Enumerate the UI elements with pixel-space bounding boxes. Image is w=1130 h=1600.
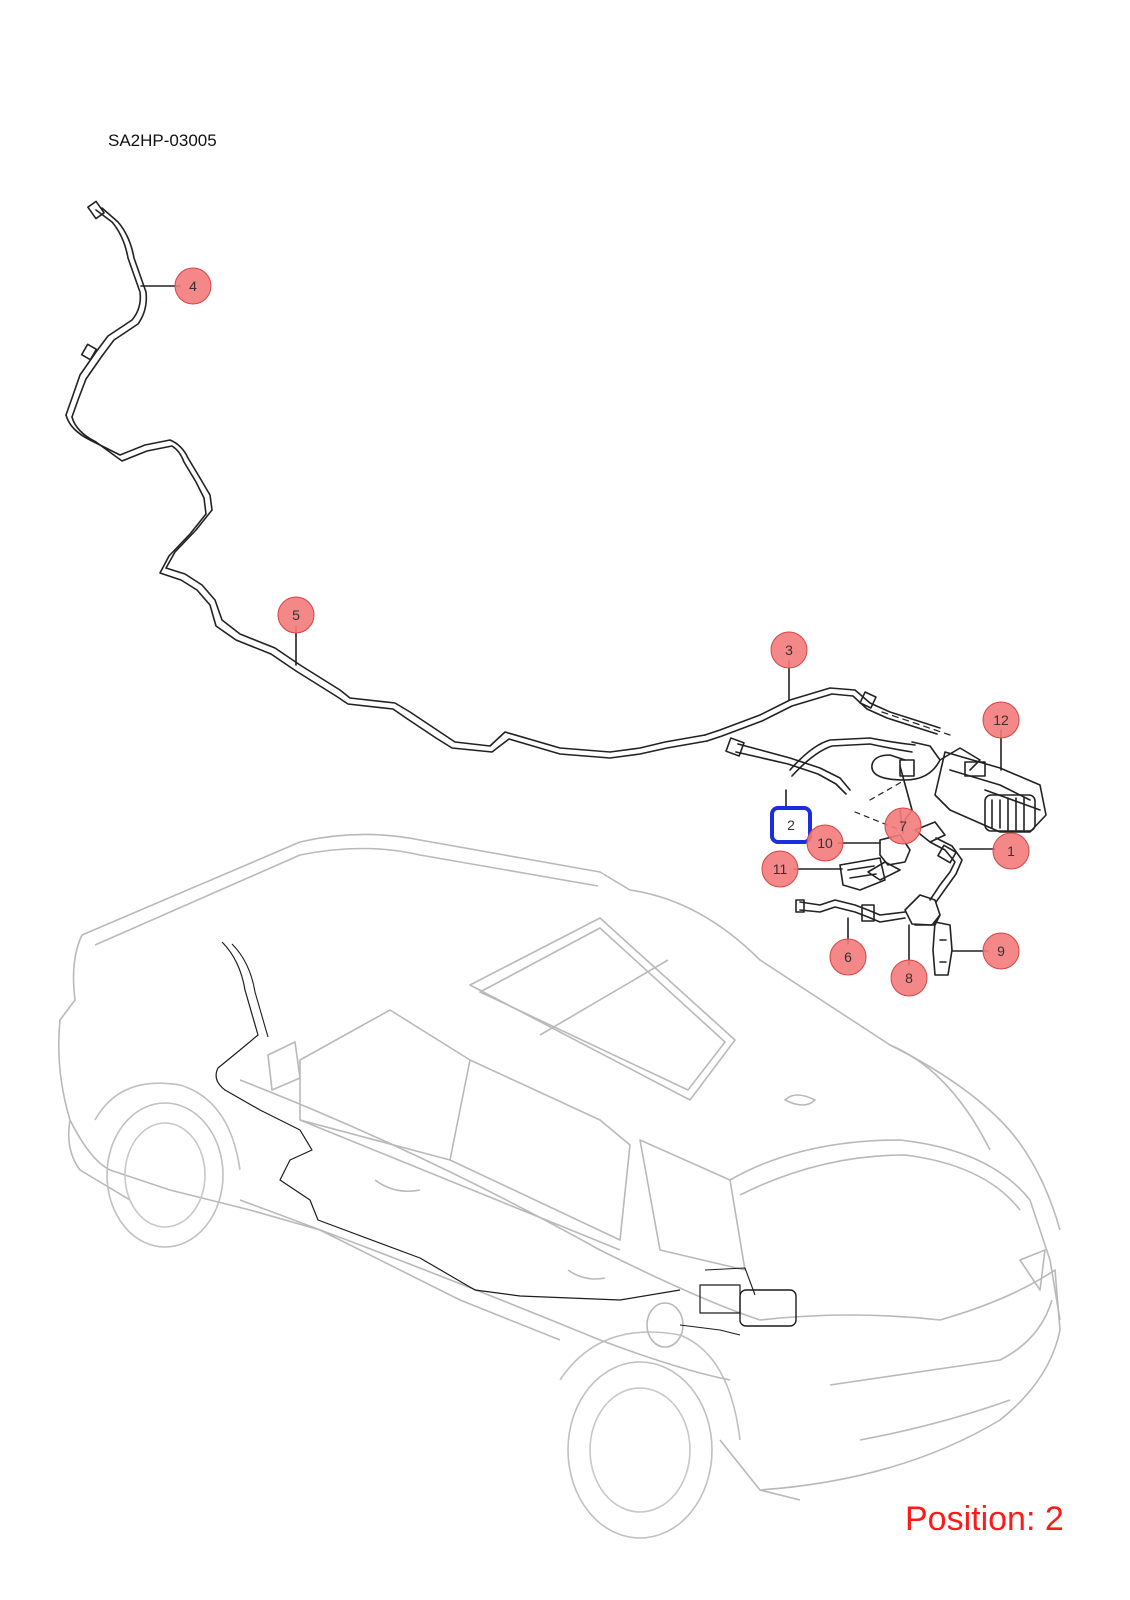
callout-circle: [884, 807, 922, 845]
callout-number: 8: [905, 970, 913, 986]
callout-circle: [806, 824, 844, 862]
selected-callout-box: [770, 806, 812, 844]
callout-2[interactable]: 2: [770, 806, 812, 844]
callout-8[interactable]: 8: [890, 959, 928, 997]
hose-2: [737, 743, 851, 791]
part-lines: [65, 200, 1047, 976]
callout-10[interactable]: 10: [806, 824, 844, 862]
diagram-code-label: SA2HP-03005: [108, 131, 217, 150]
hose-1: [929, 841, 956, 901]
callout-circle: [982, 932, 1020, 970]
callout-circle: [992, 832, 1030, 870]
callout-circle: [982, 701, 1020, 739]
callout-number: 9: [997, 943, 1005, 959]
callout-6[interactable]: 6: [829, 938, 867, 976]
callout-circle: [174, 267, 212, 305]
callout-number: 5: [292, 607, 300, 623]
callout-number: 4: [189, 278, 197, 294]
callout-11[interactable]: 11: [761, 850, 799, 888]
callout-circle: [890, 959, 928, 997]
callout-number: 11: [773, 861, 788, 877]
callout-circle: [277, 596, 315, 634]
callout-number: 2: [787, 817, 795, 833]
callout-number: 3: [785, 642, 793, 658]
callout-3[interactable]: 3: [770, 631, 808, 669]
callout-7[interactable]: 7: [884, 807, 922, 845]
bracket-11: [839, 857, 886, 891]
callout-number: 10: [817, 835, 833, 851]
callout-circle: [829, 938, 867, 976]
canister-12: [934, 747, 1047, 833]
callout-12[interactable]: 12: [982, 701, 1020, 739]
callout-number: 7: [899, 818, 907, 834]
pipe-3: [704, 687, 941, 736]
callout-number: 6: [844, 949, 852, 965]
clamp-7: [914, 821, 946, 843]
callout-5[interactable]: 5: [277, 596, 315, 634]
car-outline: [57, 833, 1061, 1539]
valve-8: [904, 894, 941, 926]
callout-1[interactable]: 1: [992, 832, 1030, 870]
pipe-4: [65, 209, 142, 416]
callout-circle: [770, 631, 808, 669]
bracket-9: [932, 921, 953, 976]
pipe-5: [65, 414, 706, 753]
callout-number: 1: [1007, 843, 1015, 859]
callout-9[interactable]: 9: [982, 932, 1020, 970]
hose-6: [799, 899, 906, 916]
callout-number: 12: [993, 712, 1009, 728]
callout-circle: [761, 850, 799, 888]
position-label: Position: 2: [905, 1500, 1064, 1538]
callout-4[interactable]: 4: [174, 267, 212, 305]
